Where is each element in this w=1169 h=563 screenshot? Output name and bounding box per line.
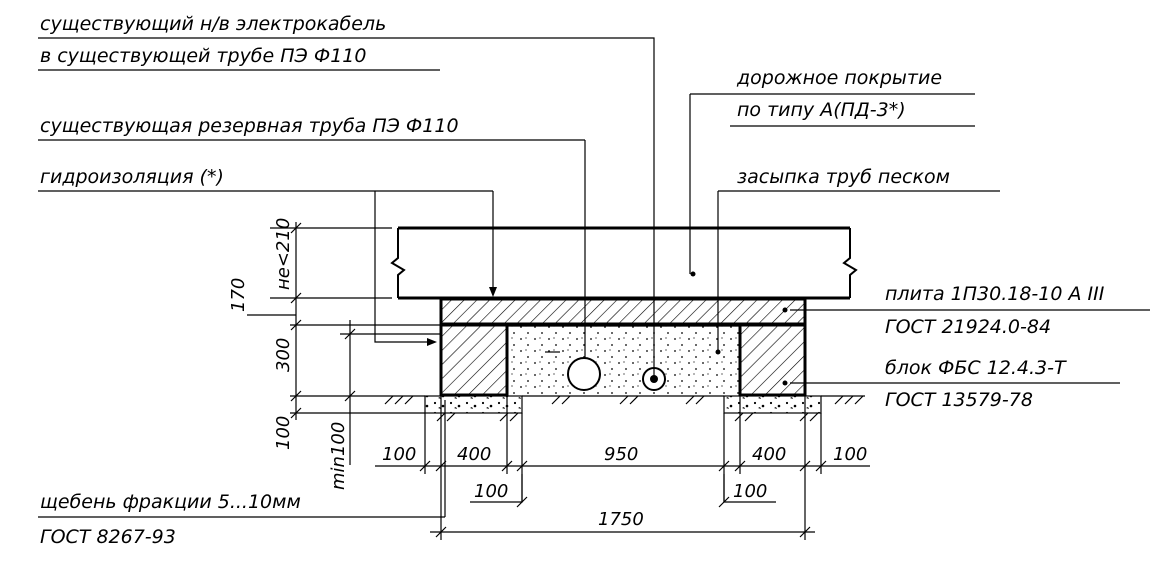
horizontal-dimensions [375, 396, 870, 540]
gravel-pad-left [424, 395, 523, 414]
dim-total-width: 1750 [598, 509, 644, 530]
gravel-pad-right [723, 395, 822, 414]
callout-gravel-line2: ГОСТ 8267-93 [40, 526, 176, 548]
dim-left-block: 400 [457, 444, 491, 465]
dim-min-depth: min100 [328, 422, 349, 490]
callout-block-line2: ГОСТ 13579-78 [885, 389, 1033, 411]
dim-inner-left-gap: 100 [474, 481, 508, 502]
vertical-dimensions [247, 222, 440, 465]
dim-inner-right-gap: 100 [733, 481, 767, 502]
concrete-slab [439, 297, 807, 326]
callout-block-line1: блок ФБС 12.4.3-Т [885, 357, 1067, 379]
dim-slab: 170 [228, 278, 249, 312]
callout-slab-line1: плита 1П30.18-10 А III [885, 283, 1105, 305]
callout-slab-line2: ГОСТ 21924.0-84 [885, 316, 1051, 338]
callout-gravel-line1: щебень фракции 5...10мм [40, 491, 301, 513]
ground-line [370, 395, 865, 422]
callout-waterproofing: гидроизоляция (*) [40, 166, 224, 188]
dim-gravel-height: 100 [273, 416, 294, 450]
block-right [738, 323, 807, 397]
callout-road-line1: дорожное покрытие [736, 67, 942, 89]
dim-left-offset: 100 [382, 444, 416, 465]
dim-right-block: 400 [752, 444, 786, 465]
dim-right-offset: 100 [833, 444, 867, 465]
reserve-pipe [567, 357, 601, 391]
sand-backfill [508, 325, 739, 394]
block-left [439, 323, 509, 397]
road-pavement [390, 226, 858, 300]
callout-cable-line2: в существующей трубе ПЭ Ф110 [40, 45, 366, 67]
dim-road-thickness: не<210 [273, 218, 294, 290]
callout-reserve-pipe: существующая резервная труба ПЭ Ф110 [40, 115, 459, 137]
callout-road-line2: по типу А(ПД-3*) [737, 99, 906, 121]
callout-sand: засыпка труб песком [737, 166, 950, 188]
dim-inner-width: 950 [604, 444, 638, 465]
callout-cable-line1: существующий н/в электрокабель [40, 13, 386, 35]
dim-block-height: 300 [273, 338, 294, 372]
leader-lines [374, 37, 719, 517]
